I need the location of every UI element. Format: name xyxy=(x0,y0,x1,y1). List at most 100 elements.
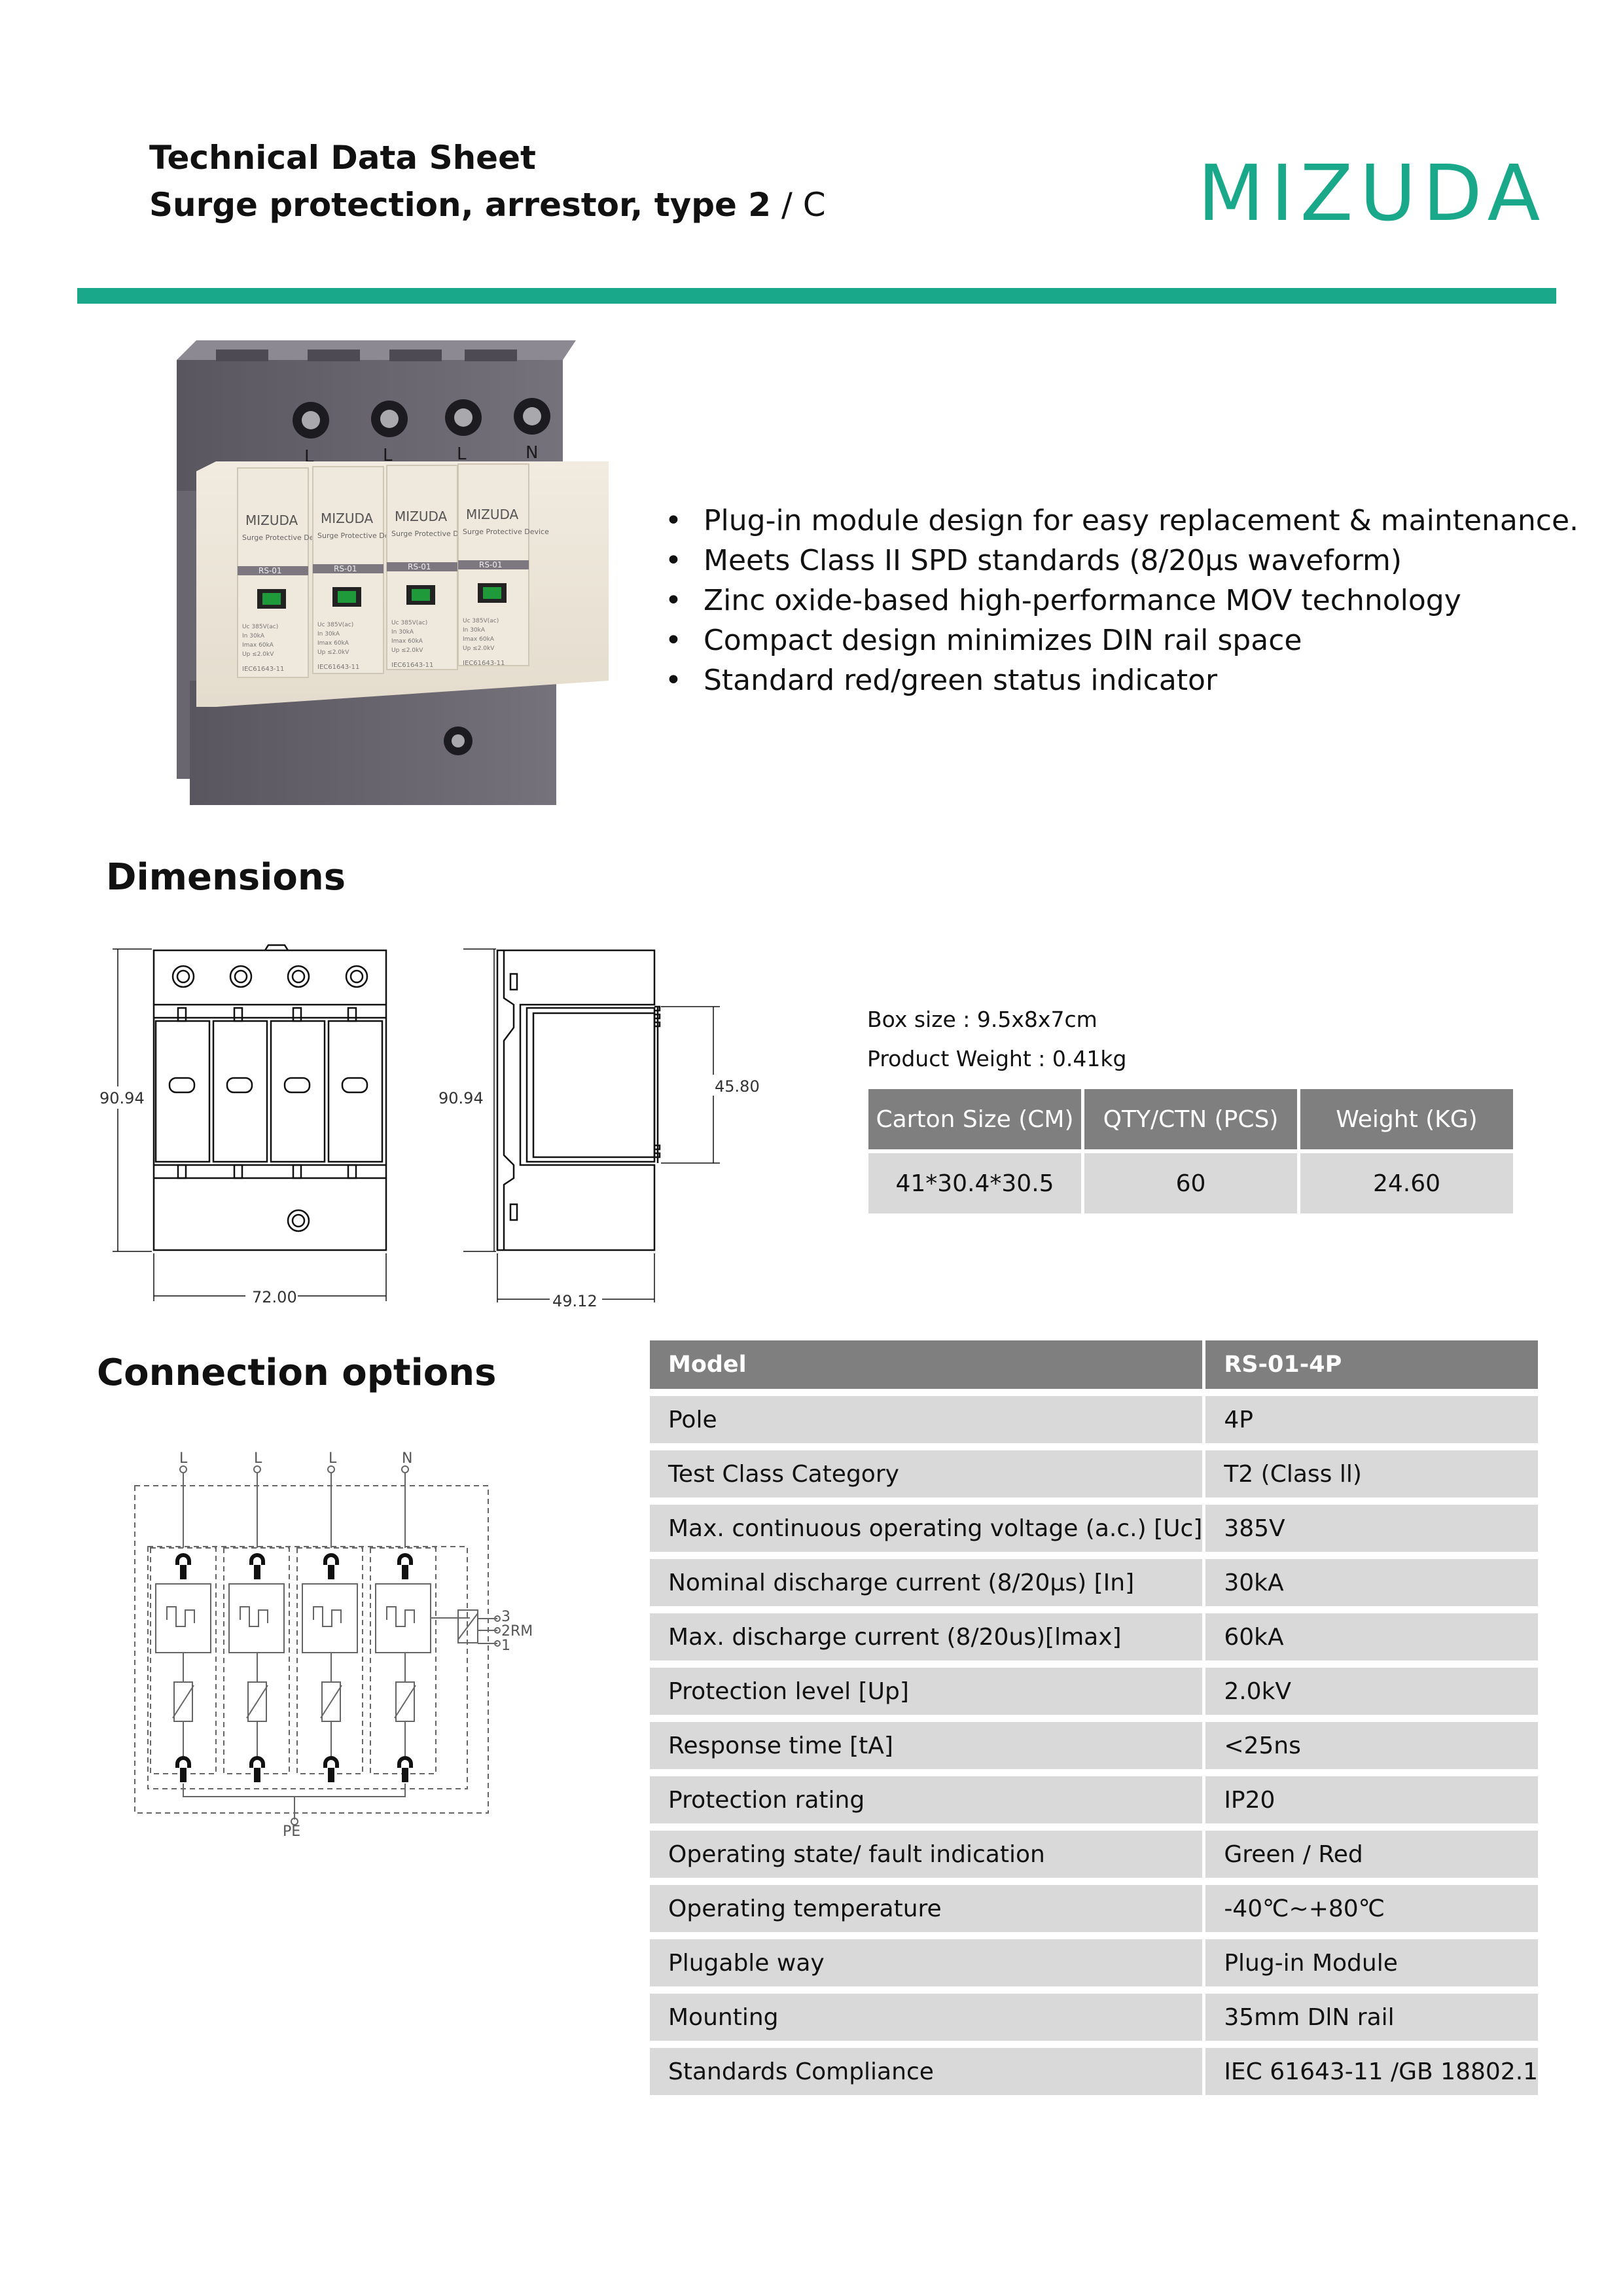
spec-label: Operating temperature xyxy=(650,1878,1203,1932)
spec-label: Response time [tA] xyxy=(650,1715,1203,1769)
front-width-label: 72.00 xyxy=(252,1288,297,1306)
feature-item: Standard red/green status indicator xyxy=(661,660,1578,700)
terminal-label-2: L xyxy=(383,446,393,465)
module-standard: IEC61643-11 xyxy=(242,666,284,673)
module-caption: Surge Protective Device xyxy=(463,528,549,536)
feature-item: Meets Class II SPD standards (8/20µs wav… xyxy=(661,541,1578,581)
front-view-drawing: 90.94 72.00 xyxy=(97,944,387,1306)
spec-value: Plug-in Module xyxy=(1205,1932,1539,1986)
spec-value: 385V xyxy=(1205,1498,1539,1552)
carton-weight-value: 24.60 xyxy=(1300,1149,1513,1213)
header-divider xyxy=(77,288,1556,304)
title-line-2: Surge protection, arrestor, type 2 / C xyxy=(149,181,826,228)
spec-value: <25ns xyxy=(1205,1715,1539,1769)
spec-value: 30kA xyxy=(1205,1552,1539,1606)
rm-label-2rm: 2RM xyxy=(501,1623,533,1640)
module-rating: Imax 60kA xyxy=(317,640,349,647)
module-caption: Surge Protective Device xyxy=(317,531,404,540)
side-view-drawing: 90.94 45.80 49.12 xyxy=(436,948,762,1309)
box-size: Box size : 9.5x8x7cm xyxy=(867,1007,1097,1032)
module-rating: Uc 385V(ac) xyxy=(391,620,427,626)
module-rating: Imax 60kA xyxy=(391,638,423,645)
module-standard: IEC61643-11 xyxy=(463,660,505,667)
title-line-1: Technical Data Sheet xyxy=(149,139,536,177)
spec-value: Green / Red xyxy=(1205,1823,1539,1878)
module-model: RS-01 xyxy=(479,560,503,569)
module-rating: Up ≤2.0kV xyxy=(317,649,349,656)
status-indicator xyxy=(412,589,430,601)
module-rating: Uc 385V(ac) xyxy=(463,618,499,624)
line-label-2: L xyxy=(254,1450,262,1467)
feature-list: Plug-in module design for easy replaceme… xyxy=(661,501,1578,700)
module-rating: Uc 385V(ac) xyxy=(242,624,278,630)
spec-label: Pole xyxy=(650,1389,1203,1443)
module-rating: Uc 385V(ac) xyxy=(317,622,353,628)
terminal-label-3: L xyxy=(457,444,467,464)
module-rating: Imax 60kA xyxy=(463,636,495,643)
module-rating: Up ≤2.0kV xyxy=(463,645,495,652)
connection-heading: Connection options xyxy=(97,1352,497,1394)
spec-label: Max. discharge current (8/20us)[lmax] xyxy=(650,1606,1203,1660)
module-model: RS-01 xyxy=(408,562,431,571)
spec-label: Operating state/ fault indication xyxy=(650,1823,1203,1878)
carton-size-value: 41*30.4*30.5 xyxy=(868,1149,1081,1213)
spec-row: Response time [tA]<25ns xyxy=(650,1715,1539,1769)
spec-label: Max. continuous operating voltage (a.c.)… xyxy=(650,1498,1203,1552)
feature-item: Zinc oxide-based high-performance MOV te… xyxy=(661,581,1578,620)
spec-header-row: Model RS-01-4P xyxy=(650,1340,1539,1389)
module-rating: In 30kA xyxy=(317,631,340,637)
rm-label-3: 3 xyxy=(501,1609,510,1625)
product-weight: Product Weight : 0.41kg xyxy=(867,1046,1127,1071)
module-rating: In 30kA xyxy=(391,629,414,636)
title-suffix: / C xyxy=(771,186,826,224)
status-indicator xyxy=(262,593,281,605)
feature-item: Compact design minimizes DIN rail space xyxy=(661,620,1578,660)
side-inner-label: 45.80 xyxy=(715,1077,760,1096)
spec-value: IP20 xyxy=(1205,1769,1539,1823)
status-indicator xyxy=(338,591,356,603)
spec-value: 4P xyxy=(1205,1389,1539,1443)
front-screws xyxy=(171,965,368,1232)
spec-value: 35mm DlN rail xyxy=(1205,1986,1539,2041)
terminal-screws xyxy=(293,398,550,439)
module-brand: MIZUDA xyxy=(245,512,298,528)
title-line-2-text: Surge protection, arrestor, type 2 xyxy=(149,186,772,224)
side-height-label: 90.94 xyxy=(438,1089,484,1107)
terminal-label-4: N xyxy=(526,443,538,463)
spec-label: Nominal discharge current (8/20µs) [In] xyxy=(650,1552,1203,1606)
module-rating: Imax 60kA xyxy=(242,642,274,649)
line-label-4: N xyxy=(402,1450,412,1467)
line-labels: L L L N PE 3 2RM 1 xyxy=(179,1450,533,1840)
line-label-1: L xyxy=(179,1450,188,1467)
module-model: RS-01 xyxy=(259,566,282,575)
spec-row: Protection level [Up]2.0kV xyxy=(650,1660,1539,1715)
spec-value: IEC 61643-11 /GB 18802.1 xyxy=(1205,2041,1539,2095)
spec-value: -40℃~+80℃ xyxy=(1205,1878,1539,1932)
carton-table: Carton Size (CM) QTY/CTN (PCS) Weight (K… xyxy=(865,1089,1516,1213)
side-depth-label: 49.12 xyxy=(552,1292,597,1309)
module-brand: MIZUDA xyxy=(321,511,374,526)
spec-label: Standards Compliance xyxy=(650,2041,1203,2095)
spec-label: Protection rating xyxy=(650,1769,1203,1823)
wiring-diagram: L L L N PE 3 2RM 1 xyxy=(134,1450,533,1840)
module-model: RS-01 xyxy=(334,564,357,573)
dimensions-heading: Dimensions xyxy=(106,856,346,899)
spec-header-label: Model xyxy=(650,1340,1203,1389)
line-label-3: L xyxy=(329,1450,337,1467)
module-brand: MIZUDA xyxy=(466,507,519,522)
module-rating: In 30kA xyxy=(463,627,486,634)
status-indicator xyxy=(483,587,501,599)
spec-row: Operating temperature-40℃~+80℃ xyxy=(650,1878,1539,1932)
front-height-label: 90.94 xyxy=(99,1089,145,1107)
spec-value: 60kA xyxy=(1205,1606,1539,1660)
spec-label: Test Class Category xyxy=(650,1443,1203,1498)
